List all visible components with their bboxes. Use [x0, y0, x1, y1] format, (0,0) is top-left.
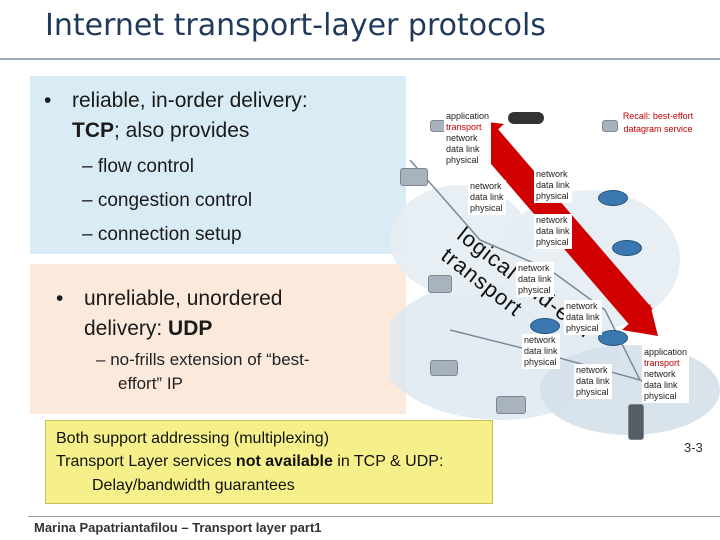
router-stack-2: network data link physical	[534, 168, 572, 203]
tcp-item-flow-control: – flow control	[82, 156, 194, 177]
tcp-provides-text: ; also provides	[114, 119, 250, 142]
router-stack-4: network data link physical	[516, 262, 554, 297]
router-icon	[612, 240, 642, 256]
router-icon	[598, 330, 628, 346]
page-number: 3-3	[684, 440, 703, 455]
router-icon	[598, 190, 628, 206]
recall-note: Recall: best-effort datagram service	[622, 111, 694, 134]
tcp-panel	[30, 76, 406, 254]
tcp-bullet-dot: •	[44, 89, 52, 112]
tcp-item-congestion-control: – congestion control	[82, 190, 253, 211]
router-stack-6: network data link physical	[522, 334, 560, 369]
footer-text: Marina Papatriantafilou – Transport laye…	[34, 520, 322, 535]
udp-delivery-line: delivery: UDP	[84, 317, 213, 340]
tcp-label: TCP	[72, 119, 114, 142]
note-line-1: Both support addressing (multiplexing)	[56, 430, 330, 447]
server-icon	[628, 404, 644, 440]
router-icon	[530, 318, 560, 334]
footer-divider	[28, 516, 720, 517]
tcp-bullet-text: reliable, in-order delivery:	[72, 89, 308, 112]
tcp-item-connection-setup: – connection setup	[82, 224, 242, 245]
title-divider	[0, 58, 720, 60]
phone-icon	[602, 120, 618, 132]
car-icon	[508, 112, 544, 124]
note-line-2: Transport Layer services not available i…	[56, 453, 444, 470]
udp-sub-item: – no-frills extension of “best-	[96, 350, 310, 369]
udp-panel	[30, 264, 406, 414]
router-stack-5: network data link physical	[564, 300, 602, 335]
udp-bullet-dot: •	[56, 287, 64, 310]
laptop-icon	[496, 396, 526, 414]
desktop-icon	[428, 275, 452, 293]
laptop-icon	[400, 168, 428, 186]
slide-title: Internet transport-layer protocols	[45, 8, 546, 43]
laptop-icon	[430, 360, 458, 376]
router-stack-1: network data link physical	[468, 180, 506, 215]
router-stack-3: network data link physical	[534, 214, 572, 249]
host-stack-left: application transport network data link …	[444, 110, 492, 167]
udp-bullet-text: unreliable, unordered	[84, 287, 283, 310]
note-box	[45, 420, 493, 504]
note-line-3: Delay/bandwidth guarantees	[92, 477, 295, 494]
udp-sub-item-cont: effort” IP	[118, 374, 183, 393]
tcp-provides-line: TCP; also provides	[72, 116, 249, 146]
udp-label: UDP	[168, 317, 213, 340]
host-stack-right: application transport network data link …	[642, 346, 690, 403]
router-stack-7: network data link physical	[574, 364, 612, 399]
